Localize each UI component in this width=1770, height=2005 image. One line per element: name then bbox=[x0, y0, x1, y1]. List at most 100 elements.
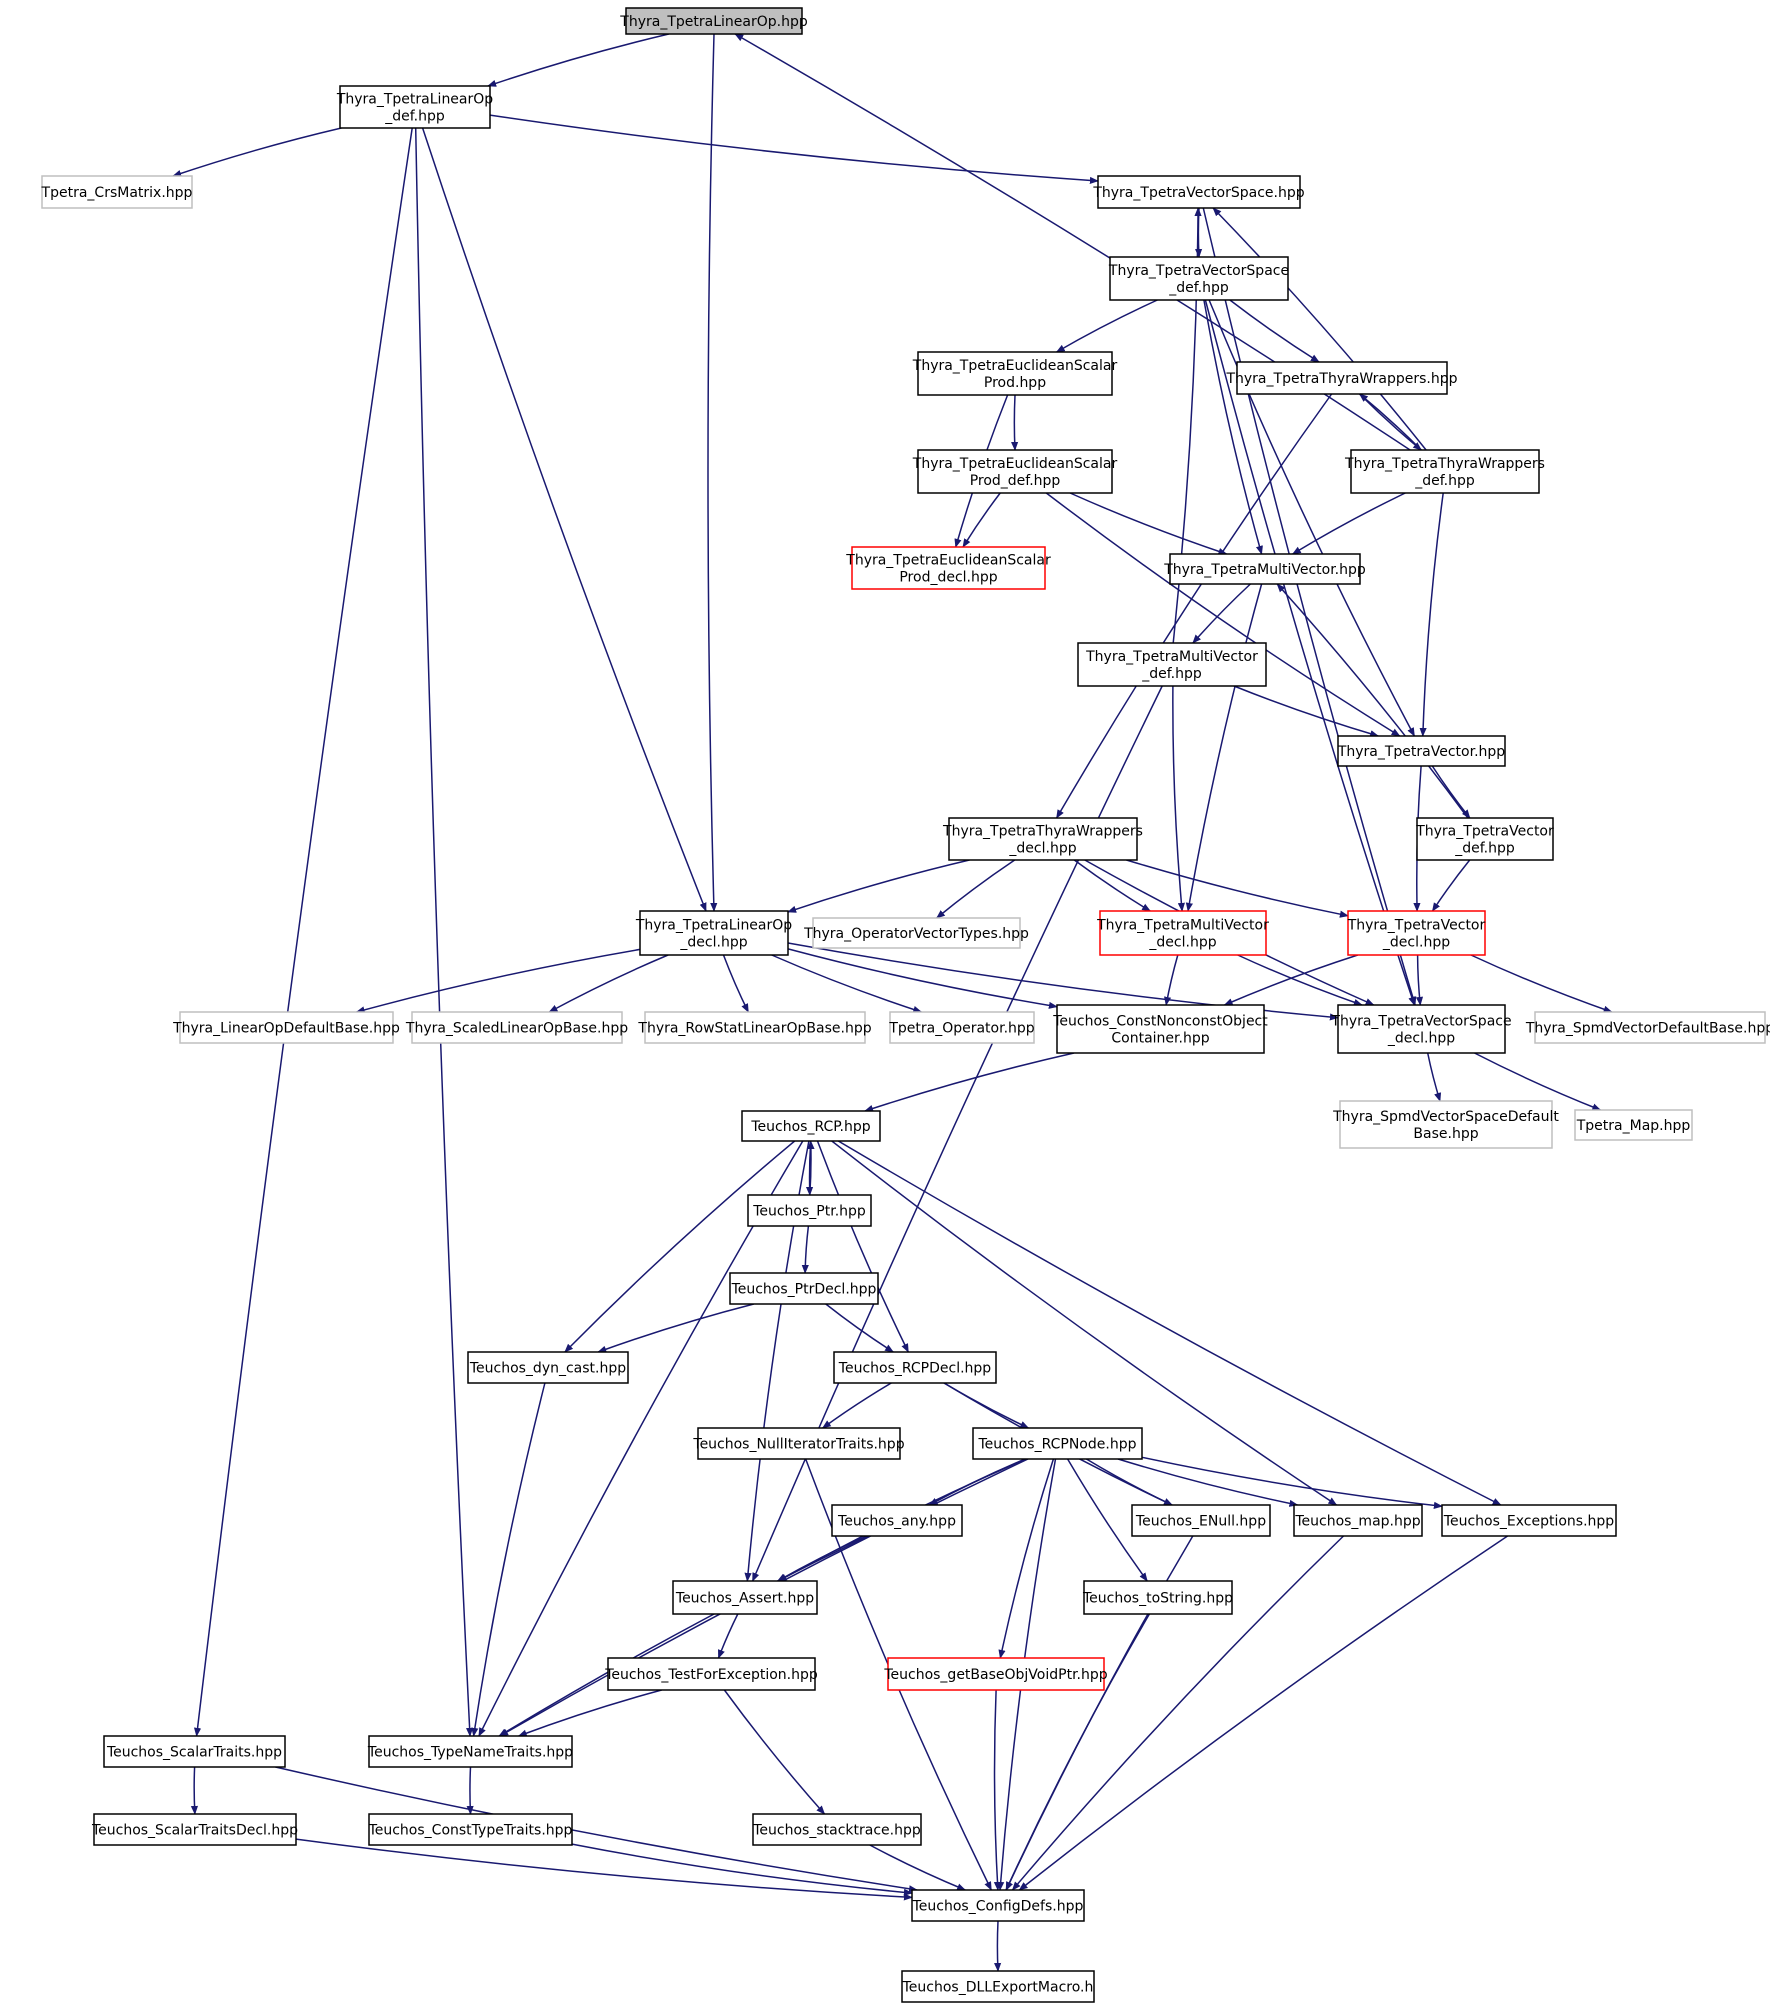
node-box-mv[interactable] bbox=[1169, 553, 1361, 585]
node-vec_def[interactable]: Thyra_TpetraVector_def.hpp bbox=[1415, 817, 1554, 861]
node-box-rcp[interactable] bbox=[741, 1110, 881, 1142]
node-tostr[interactable]: Teuchos_toString.hpp bbox=[1082, 1580, 1233, 1615]
node-box-vs_def[interactable] bbox=[1109, 256, 1289, 301]
node-rcpnode[interactable]: Teuchos_RCPNode.hpp bbox=[972, 1427, 1143, 1460]
node-exc[interactable]: Teuchos_Exceptions.hpp bbox=[1441, 1504, 1617, 1537]
node-box-ttw[interactable] bbox=[1236, 361, 1448, 395]
node-slob[interactable]: Thyra_ScaledLinearOpBase.hpp bbox=[405, 1011, 628, 1044]
node-box-vs_decl[interactable] bbox=[1337, 1004, 1506, 1054]
node-rcp[interactable]: Teuchos_RCP.hpp bbox=[741, 1110, 881, 1142]
node-box-lodb[interactable] bbox=[179, 1011, 394, 1044]
node-root[interactable]: Thyra_TpetraLinearOp.hpp bbox=[619, 7, 808, 35]
node-box-ptr[interactable] bbox=[747, 1194, 872, 1227]
node-any[interactable]: Teuchos_any.hpp bbox=[831, 1504, 963, 1537]
node-nit[interactable]: Teuchos_NullIteratorTraits.hpp bbox=[692, 1427, 905, 1460]
node-box-rcpdecl[interactable] bbox=[833, 1351, 997, 1384]
node-box-slob[interactable] bbox=[411, 1011, 623, 1044]
node-box-ptrdecl[interactable] bbox=[729, 1272, 879, 1305]
node-ttw[interactable]: Thyra_TpetraThyraWrappers.hpp bbox=[1225, 361, 1458, 395]
node-crs[interactable]: Tpetra_CrsMatrix.hpp bbox=[41, 175, 193, 209]
node-box-any[interactable] bbox=[831, 1504, 963, 1537]
node-map[interactable]: Teuchos_map.hpp bbox=[1293, 1504, 1423, 1537]
node-box-tnt[interactable] bbox=[368, 1735, 573, 1768]
node-box-esp_decl[interactable] bbox=[851, 546, 1046, 590]
node-box-lo_decl[interactable] bbox=[639, 910, 789, 956]
node-enull[interactable]: Teuchos_ENull.hpp bbox=[1131, 1504, 1271, 1537]
node-box-vec[interactable] bbox=[1337, 735, 1506, 767]
node-box-dyncast[interactable] bbox=[467, 1351, 629, 1384]
node-box-vec_def[interactable] bbox=[1416, 817, 1554, 861]
node-box-exc[interactable] bbox=[1441, 1504, 1617, 1537]
node-lo_def[interactable]: Thyra_TpetraLinearOp_def.hpp bbox=[336, 85, 493, 129]
node-box-mv_decl[interactable] bbox=[1099, 910, 1267, 956]
node-box-assert[interactable] bbox=[672, 1580, 818, 1615]
node-dll[interactable]: Teuchos_DLLExportMacro.h bbox=[901, 1970, 1095, 2003]
node-mv[interactable]: Thyra_TpetraMultiVector.hpp bbox=[1163, 553, 1366, 585]
node-opvt[interactable]: Thyra_OperatorVectorTypes.hpp bbox=[803, 917, 1029, 949]
node-box-mv_def[interactable] bbox=[1077, 642, 1267, 687]
node-tfe[interactable]: Teuchos_TestForException.hpp bbox=[604, 1657, 818, 1691]
node-ttw_def[interactable]: Thyra_TpetraThyraWrappers_def.hpp bbox=[1344, 449, 1545, 494]
node-ctt[interactable]: Teuchos_ConstTypeTraits.hpp bbox=[368, 1813, 573, 1846]
node-box-opvt[interactable] bbox=[812, 917, 1021, 949]
node-vs_def[interactable]: Thyra_TpetraVectorSpace_def.hpp bbox=[1108, 256, 1289, 301]
node-mv_decl[interactable]: Thyra_TpetraMultiVector_decl.hpp bbox=[1096, 910, 1269, 956]
node-vec_decl[interactable]: Thyra_TpetraVector_decl.hpp bbox=[1347, 910, 1486, 956]
node-cfg[interactable]: Teuchos_ConfigDefs.hpp bbox=[911, 1889, 1085, 1922]
node-rslob[interactable]: Thyra_RowStatLinearOpBase.hpp bbox=[637, 1011, 872, 1044]
node-rcpdecl[interactable]: Teuchos_RCPDecl.hpp bbox=[833, 1351, 997, 1384]
node-box-top[interactable] bbox=[889, 1011, 1035, 1044]
node-box-svsdb[interactable] bbox=[1339, 1100, 1553, 1149]
node-stack[interactable]: Teuchos_stacktrace.hpp bbox=[752, 1813, 922, 1846]
node-box-st[interactable] bbox=[103, 1735, 286, 1768]
node-box-ctt[interactable] bbox=[368, 1813, 573, 1846]
node-box-vec_decl[interactable] bbox=[1347, 910, 1486, 956]
node-box-esp[interactable] bbox=[917, 351, 1113, 396]
node-dyncast[interactable]: Teuchos_dyn_cast.hpp bbox=[467, 1351, 629, 1384]
node-ptr[interactable]: Teuchos_Ptr.hpp bbox=[747, 1194, 872, 1227]
node-box-gbovp[interactable] bbox=[887, 1657, 1105, 1691]
node-ttw_decl[interactable]: Thyra_TpetraThyraWrappers_decl.hpp bbox=[942, 817, 1143, 861]
node-box-std[interactable] bbox=[93, 1813, 297, 1846]
node-std[interactable]: Teuchos_ScalarTraitsDecl.hpp bbox=[91, 1813, 298, 1846]
node-box-cnoc[interactable] bbox=[1056, 1004, 1265, 1054]
node-vs_decl[interactable]: Thyra_TpetraVectorSpace_decl.hpp bbox=[1330, 1004, 1512, 1054]
node-svdb[interactable]: Thyra_SpmdVectorDefaultBase.hpp bbox=[1525, 1011, 1770, 1044]
node-box-crs[interactable] bbox=[41, 175, 193, 209]
node-box-ttw_def[interactable] bbox=[1350, 449, 1540, 494]
node-assert[interactable]: Teuchos_Assert.hpp bbox=[672, 1580, 818, 1615]
node-top[interactable]: Tpetra_Operator.hpp bbox=[888, 1011, 1035, 1044]
node-lo_decl[interactable]: Thyra_TpetraLinearOp_decl.hpp bbox=[635, 910, 792, 956]
node-box-esp_def[interactable] bbox=[917, 449, 1113, 494]
node-box-map[interactable] bbox=[1293, 1504, 1423, 1537]
node-box-dll[interactable] bbox=[901, 1970, 1095, 2003]
node-tnt[interactable]: Teuchos_TypeNameTraits.hpp bbox=[367, 1735, 573, 1768]
node-box-tmap[interactable] bbox=[1574, 1109, 1693, 1141]
node-box-root[interactable] bbox=[625, 7, 803, 35]
node-tmap[interactable]: Tpetra_Map.hpp bbox=[1574, 1109, 1693, 1141]
node-box-svdb[interactable] bbox=[1534, 1011, 1766, 1044]
node-vs[interactable]: Thyra_TpetraVectorSpace.hpp bbox=[1092, 175, 1305, 209]
node-lodb[interactable]: Thyra_LinearOpDefaultBase.hpp bbox=[172, 1011, 400, 1044]
node-gbovp[interactable]: Teuchos_getBaseObjVoidPtr.hpp bbox=[883, 1657, 1108, 1691]
node-box-ttw_decl[interactable] bbox=[948, 817, 1138, 861]
node-box-cfg[interactable] bbox=[911, 1889, 1085, 1922]
node-box-nit[interactable] bbox=[697, 1427, 901, 1460]
node-box-rcpnode[interactable] bbox=[972, 1427, 1143, 1460]
node-box-tostr[interactable] bbox=[1083, 1580, 1233, 1615]
node-ptrdecl[interactable]: Teuchos_PtrDecl.hpp bbox=[729, 1272, 879, 1305]
node-st[interactable]: Teuchos_ScalarTraits.hpp bbox=[103, 1735, 286, 1768]
node-mv_def[interactable]: Thyra_TpetraMultiVector_def.hpp bbox=[1077, 642, 1267, 687]
node-vec[interactable]: Thyra_TpetraVector.hpp bbox=[1337, 735, 1506, 767]
node-box-enull[interactable] bbox=[1131, 1504, 1271, 1537]
node-box-lo_def[interactable] bbox=[339, 85, 491, 129]
node-box-vs[interactable] bbox=[1097, 175, 1301, 209]
node-box-rslob[interactable] bbox=[644, 1011, 866, 1044]
node-box-tfe[interactable] bbox=[607, 1657, 816, 1691]
node-box-stack[interactable] bbox=[752, 1813, 922, 1846]
